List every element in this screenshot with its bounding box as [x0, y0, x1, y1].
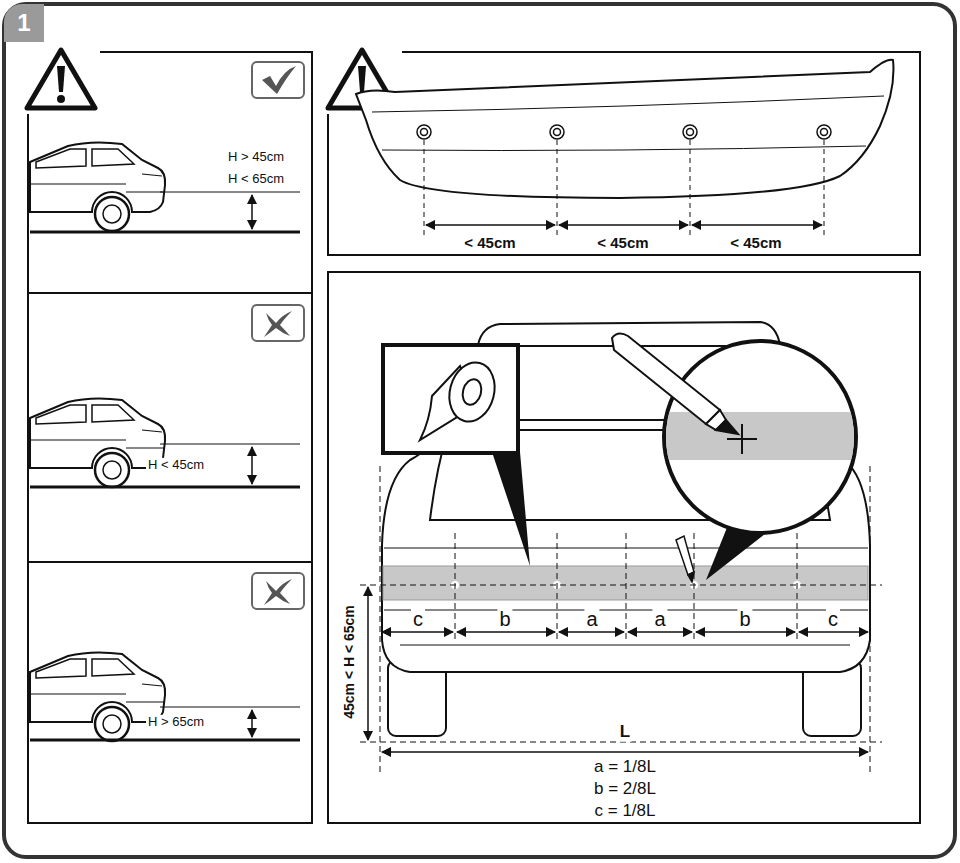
- spacing-limit: < 45cm: [462, 235, 517, 252]
- height-limit: H < 65cm: [226, 172, 286, 186]
- height-limit: H > 65cm: [146, 715, 206, 729]
- segment-letter: a: [652, 608, 667, 630]
- segment-letter: c: [411, 608, 425, 630]
- bumper-length: L: [618, 723, 632, 742]
- spacing-limit: < 45cm: [595, 235, 650, 252]
- formula: a = 1/8L: [592, 758, 658, 777]
- segment-letter: b: [737, 608, 752, 630]
- mounting-height: 45cm < H < 65cm: [342, 603, 357, 721]
- formula: b = 2/8L: [592, 780, 658, 799]
- segment-letter: c: [826, 608, 840, 630]
- segment-letter: a: [584, 608, 599, 630]
- figure-number: 1: [17, 9, 30, 37]
- spacing-limit: < 45cm: [728, 235, 783, 252]
- formula: c = 1/8L: [593, 802, 658, 821]
- height-limit: H > 45cm: [226, 150, 286, 164]
- figure-number-box: 1: [4, 4, 44, 42]
- height-limit: H < 45cm: [146, 458, 206, 472]
- segment-letter: b: [497, 608, 512, 630]
